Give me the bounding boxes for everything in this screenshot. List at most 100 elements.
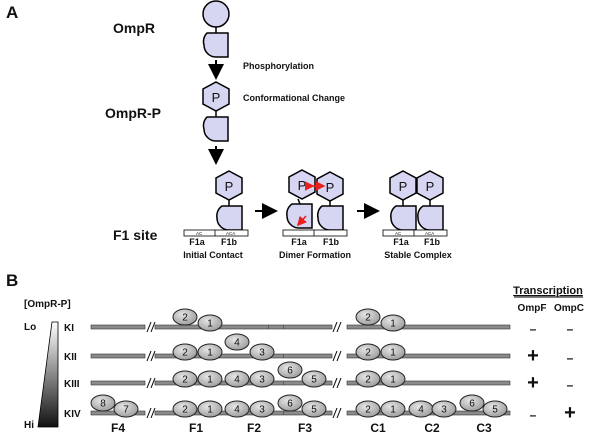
ompf-value: – bbox=[530, 408, 537, 422]
ompf-header: OmpF bbox=[518, 303, 547, 314]
ompr-oval-5 bbox=[482, 400, 508, 418]
ompr-concentration-header: [OmpR-P] bbox=[24, 299, 71, 310]
ompc-header: OmpC bbox=[554, 303, 584, 314]
break-mark bbox=[332, 377, 338, 389]
oval-number: 6 bbox=[287, 366, 293, 377]
contact-red-arrow bbox=[296, 215, 307, 227]
f1-site-label: F1 site bbox=[113, 227, 158, 243]
dimer-formation-caption: Dimer Formation bbox=[279, 250, 351, 260]
break-mark bbox=[336, 321, 342, 333]
initial-f1a-label: F1a bbox=[189, 237, 206, 247]
break-mark bbox=[146, 377, 152, 389]
break-mark bbox=[332, 321, 338, 333]
stable-f1b-label: F1b bbox=[424, 237, 441, 247]
oval-number: 1 bbox=[390, 375, 396, 386]
oval-number: 3 bbox=[259, 348, 265, 359]
break-mark bbox=[336, 377, 342, 389]
break-mark bbox=[146, 407, 152, 419]
oval-number: 2 bbox=[365, 348, 371, 359]
oval-number: 5 bbox=[311, 405, 317, 416]
ompr-oval-2 bbox=[355, 400, 381, 418]
ompr-oval-3 bbox=[249, 343, 275, 361]
dna-segment bbox=[90, 353, 146, 359]
initial-dna-ac: AC bbox=[196, 231, 203, 236]
break-mark bbox=[336, 407, 342, 419]
break-mark bbox=[332, 407, 338, 419]
initial-dna-aca: ACA bbox=[226, 231, 235, 236]
ompr-oval-2 bbox=[355, 370, 381, 388]
dna-segment bbox=[346, 380, 511, 386]
site-label-c3: C3 bbox=[476, 421, 492, 435]
site-label-f2: F2 bbox=[247, 421, 261, 435]
site-label-c2: C2 bbox=[424, 421, 440, 435]
oval-number: 5 bbox=[311, 375, 317, 386]
break-mark bbox=[150, 321, 156, 333]
ompf-value: + bbox=[527, 372, 539, 394]
oval-number: 2 bbox=[182, 405, 188, 416]
dna-segment bbox=[154, 353, 333, 359]
ompr-oval-5 bbox=[301, 370, 327, 388]
site-label-f4: F4 bbox=[111, 421, 125, 435]
site-label-f3: F3 bbox=[298, 421, 312, 435]
oval-number: 4 bbox=[234, 375, 240, 386]
row-label: KII bbox=[64, 352, 77, 363]
concentration-gradient-wedge bbox=[37, 321, 59, 428]
break-mark bbox=[146, 350, 152, 362]
omprp-label: OmpR-P bbox=[105, 105, 161, 121]
hi-label: Hi bbox=[24, 420, 34, 431]
lo-label: Lo bbox=[24, 322, 36, 333]
oval-number: 3 bbox=[441, 405, 447, 416]
ompr-oval-4 bbox=[224, 333, 250, 351]
ompr-oval-2 bbox=[172, 308, 198, 326]
ompr-label: OmpR bbox=[113, 20, 155, 36]
omprp-protein: P bbox=[202, 81, 230, 142]
oval-number: 6 bbox=[287, 399, 293, 410]
ompr-oval-5 bbox=[301, 400, 327, 418]
ompr-oval-4 bbox=[224, 400, 250, 418]
dna-segment bbox=[90, 324, 146, 330]
oval-number: 1 bbox=[207, 348, 213, 359]
row-label: KIII bbox=[64, 379, 80, 390]
phosphate-p-label: P bbox=[212, 90, 221, 105]
ompr-oval-2 bbox=[355, 343, 381, 361]
initial-p-label: P bbox=[225, 179, 234, 194]
ompr-oval-7 bbox=[113, 400, 139, 418]
phosphorylation-label: Phosphorylation bbox=[243, 61, 314, 71]
ompr-oval-2 bbox=[355, 308, 381, 326]
ompr-oval-4 bbox=[224, 370, 250, 388]
dna-segment bbox=[154, 324, 333, 330]
row-label: KIV bbox=[64, 409, 81, 420]
break-mark bbox=[332, 350, 338, 362]
ompr-oval-6 bbox=[459, 394, 485, 412]
oval-number: 3 bbox=[259, 375, 265, 386]
conformational-change-label: Conformational Change bbox=[243, 93, 345, 103]
ompc-value: – bbox=[567, 322, 574, 336]
break-mark bbox=[146, 321, 152, 333]
ompr-oval-3 bbox=[249, 400, 275, 418]
break-mark bbox=[150, 350, 156, 362]
ompr-oval-3 bbox=[431, 400, 457, 418]
ompr-oval-1 bbox=[380, 370, 406, 388]
ompr-oval-1 bbox=[197, 400, 223, 418]
oval-number: 2 bbox=[182, 313, 188, 324]
dimer-p-right: P bbox=[326, 180, 335, 195]
oval-number: 2 bbox=[365, 405, 371, 416]
ompc-value: – bbox=[567, 378, 574, 392]
dimer-f1b-label: F1b bbox=[323, 237, 340, 247]
oval-number: 5 bbox=[492, 405, 498, 416]
dimer-p-left: P bbox=[298, 178, 307, 193]
stable-f1a-label: F1a bbox=[393, 237, 410, 247]
ompr-oval-1 bbox=[197, 314, 223, 332]
stable-dna-aca: ACA bbox=[425, 231, 434, 236]
site-label-c1: C1 bbox=[370, 421, 386, 435]
oval-number: 1 bbox=[390, 319, 396, 330]
ompr-oval-6 bbox=[277, 394, 303, 412]
initial-contact-caption: Initial Contact bbox=[183, 250, 243, 260]
ompr-oval-6 bbox=[277, 361, 303, 379]
dna-segment bbox=[90, 380, 146, 386]
